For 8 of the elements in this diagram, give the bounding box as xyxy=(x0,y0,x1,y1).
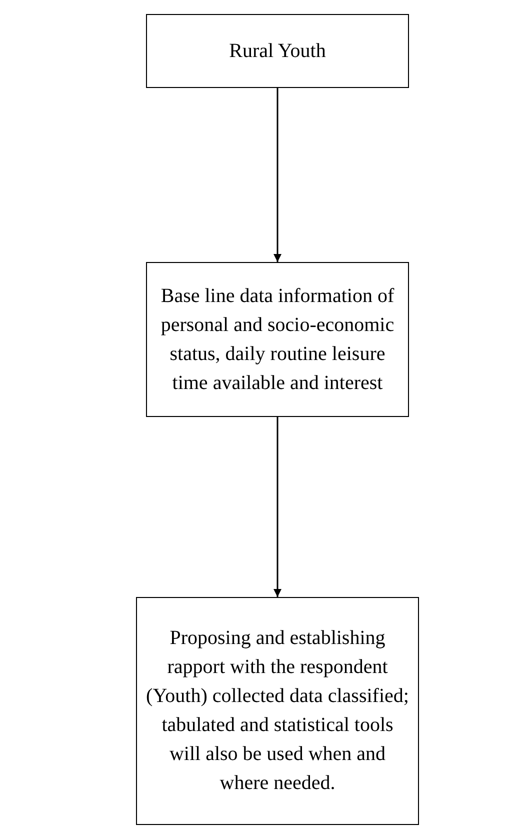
process-box xyxy=(136,597,419,825)
arrow xyxy=(274,417,282,597)
box-text: Base line data information of personal and socio-economic status, daily routine leisure time available and interest xyxy=(160,284,396,396)
box-text: Rural Youth xyxy=(229,38,326,64)
box-text: Proposing and establishing rapport with the respondent (Youth) collected data classified; tabulated and statistical tools will also be used when and where needed. xyxy=(145,626,410,796)
process-box xyxy=(146,262,409,417)
process-box xyxy=(146,14,409,88)
arrow xyxy=(274,88,282,262)
